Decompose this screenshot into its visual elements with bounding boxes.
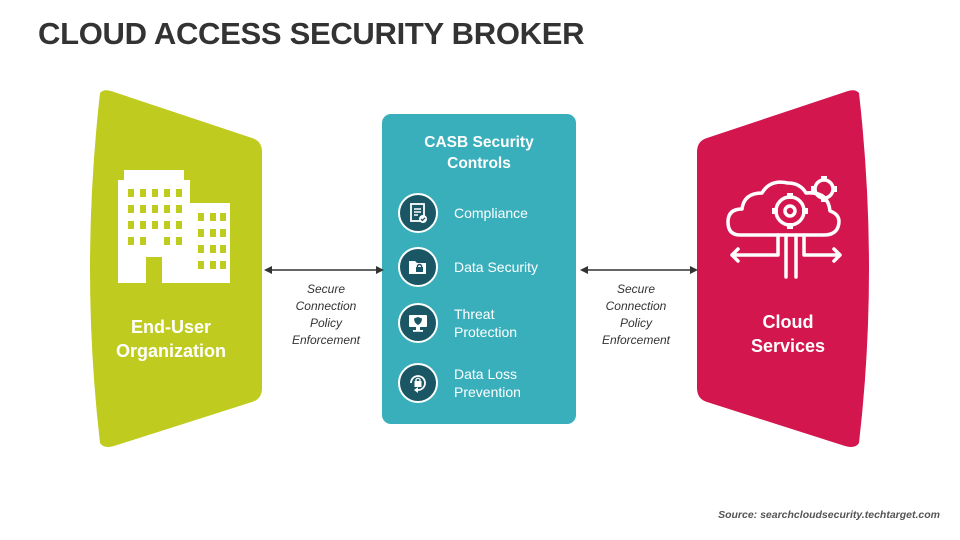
source-note: Source: searchcloudsecurity.techtarget.c… (718, 509, 940, 521)
casb-item-data-loss-prevention: Data Loss Prevention (398, 360, 576, 406)
lock-refresh-icon (398, 363, 438, 403)
right-bidirectional-arrow (580, 266, 698, 274)
casb-item-label: Threat Protection (454, 306, 518, 340)
page-title: CLOUD ACCESS SECURITY BROKER (38, 16, 585, 51)
casb-item-label: Compliance (454, 205, 528, 221)
casb-item-data-security: Data Security (398, 244, 576, 290)
folder-lock-icon (398, 247, 438, 287)
document-check-icon (398, 193, 438, 233)
buildings-icon (118, 170, 230, 283)
cloud-gears-icon (726, 176, 842, 279)
right-connector-label: Secure Connection Policy Enforcement (601, 282, 671, 347)
cloud-services-label: Cloud Services (750, 312, 826, 356)
left-bidirectional-arrow (264, 266, 384, 274)
casb-controls-box: CASB Security Controls Compliance Data S… (382, 114, 576, 424)
casb-item-label: Data Loss Prevention (454, 366, 521, 400)
monitor-shield-icon (398, 303, 438, 343)
end-user-organization-label: End-User Organization (115, 317, 226, 361)
casb-item-threat-protection: Threat Protection (398, 300, 576, 346)
casb-item-compliance: Compliance (398, 190, 576, 236)
casb-title: CASB Security Controls (424, 134, 534, 172)
casb-item-label: Data Security (454, 259, 539, 275)
left-connector-label: Secure Connection Policy Enforcement (291, 282, 361, 347)
